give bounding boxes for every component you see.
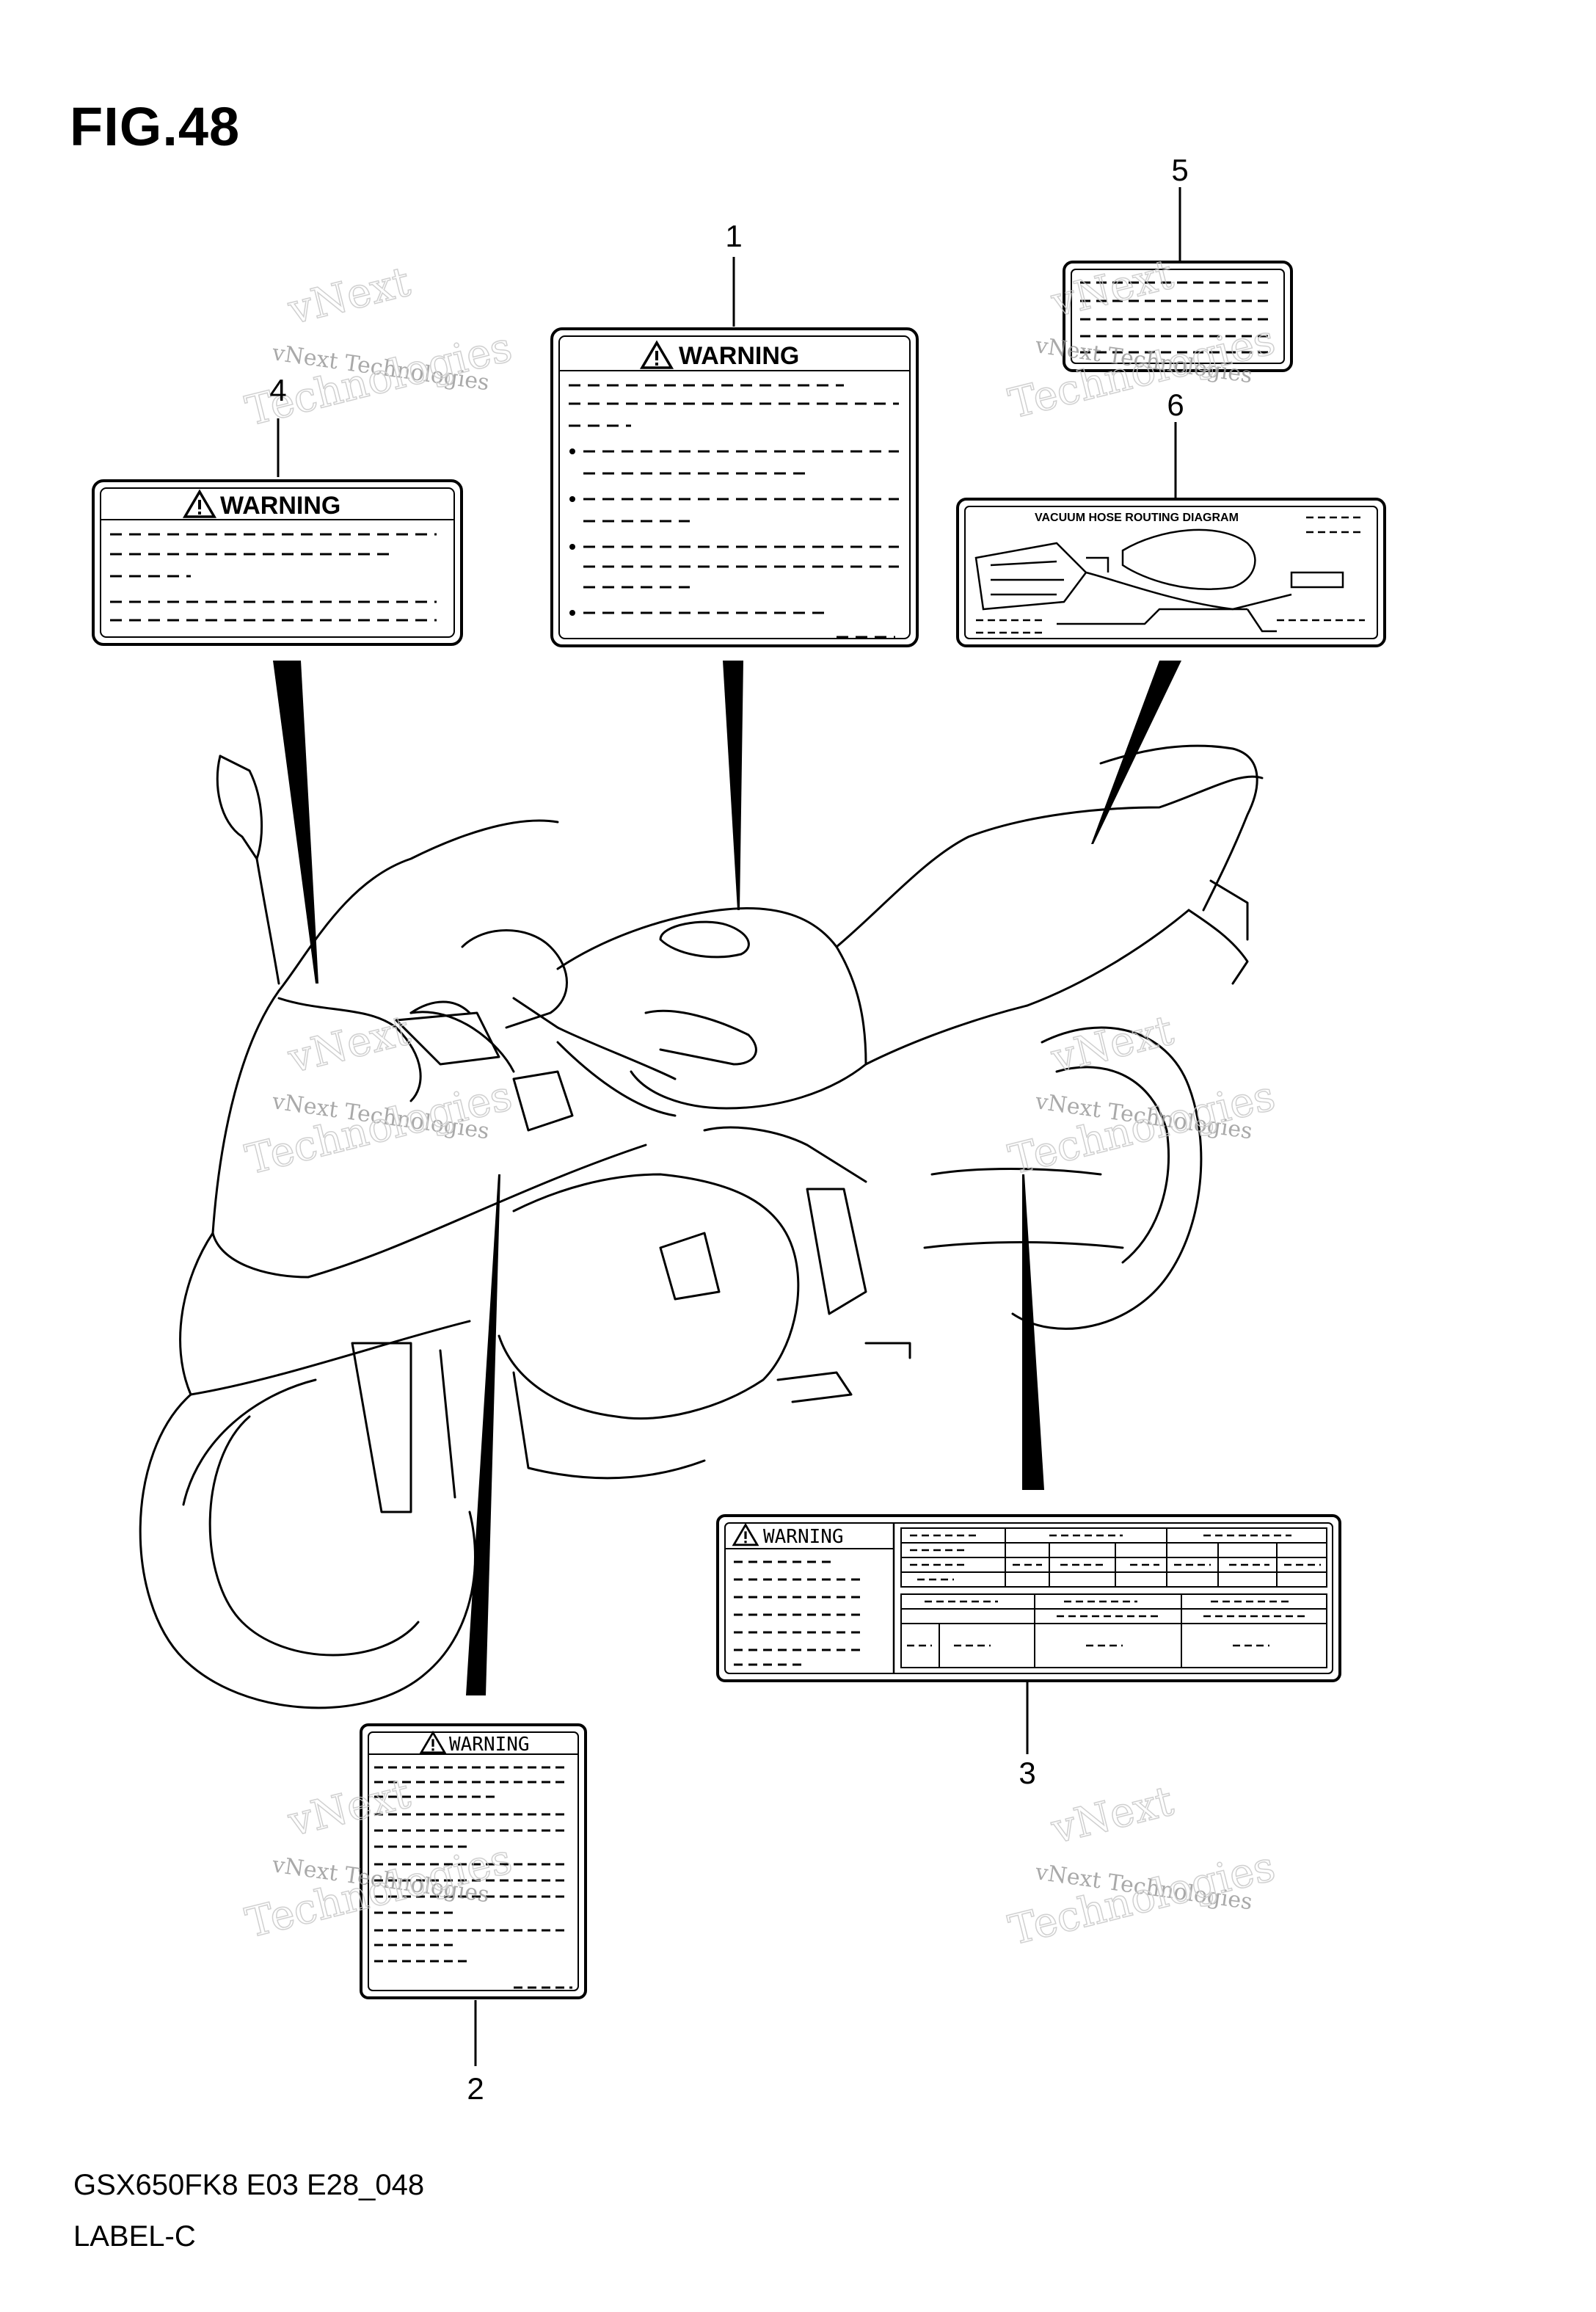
- section-name: LABEL-C: [73, 2220, 196, 2253]
- callout-2: 2: [467, 2071, 484, 2106]
- leader-lines: [273, 661, 1181, 1695]
- callout-1: 1: [725, 219, 743, 253]
- callout-4: 4: [269, 373, 287, 407]
- label-1-warning: WARNING: [550, 327, 919, 647]
- label-5: [1063, 261, 1293, 372]
- motorcycle-outline: [139, 744, 1264, 1709]
- svg-text:vNext: vNext: [283, 258, 415, 334]
- label-6-heading: VACUUM HOSE ROUTING DIAGRAM: [1035, 512, 1239, 524]
- label-4-heading: WARNING: [220, 492, 340, 520]
- label-3-warning-table: WARNING: [716, 1514, 1341, 1682]
- label-1-heading: WARNING: [679, 342, 799, 370]
- label-3-heading: WARNING: [763, 1526, 844, 1548]
- label-6-vacuum-hose: VACUUM HOSE ROUTING DIAGRAM: [956, 498, 1386, 647]
- svg-text:vNext: vNext: [283, 1006, 415, 1083]
- label-2-warning: WARNING: [360, 1723, 587, 1999]
- label-4-warning: WARNING: [92, 479, 463, 646]
- model-code: GSX650FK8 E03 E28_048: [73, 2169, 425, 2201]
- callout-5: 5: [1171, 153, 1189, 187]
- callout-3: 3: [1019, 1756, 1036, 1790]
- svg-text:Technologies: Technologies: [241, 1072, 517, 1185]
- callout-6: 6: [1167, 388, 1184, 422]
- label-2-heading: WARNING: [449, 1734, 530, 1756]
- svg-text:Technologies: Technologies: [1005, 1843, 1280, 1955]
- figure-title: FIG.48: [70, 96, 241, 157]
- svg-text:vNext: vNext: [1046, 1777, 1178, 1853]
